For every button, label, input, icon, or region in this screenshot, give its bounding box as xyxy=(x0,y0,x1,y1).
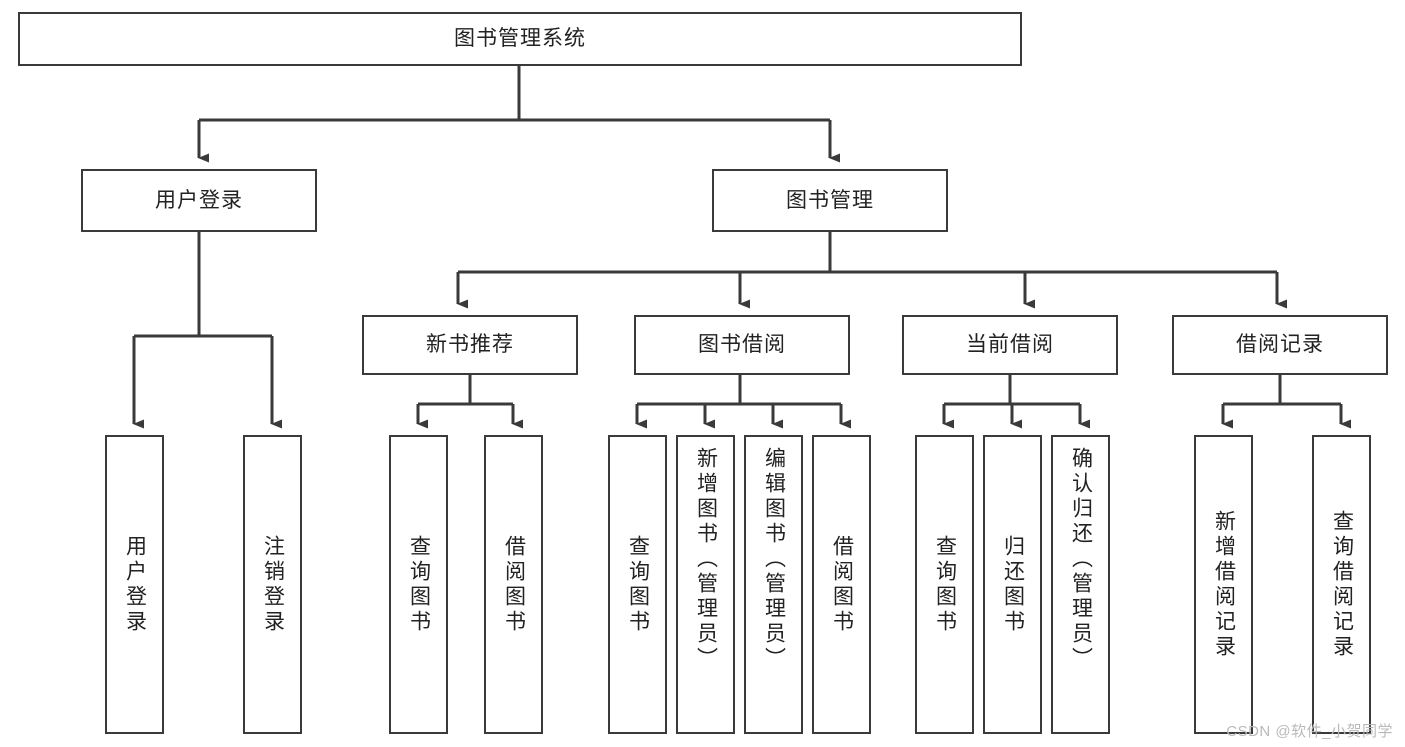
node-leaf-return-book[interactable]: 归还图书 xyxy=(983,435,1042,734)
node-label: 当前借阅 xyxy=(966,333,1054,357)
node-user-login[interactable]: 用户登录 xyxy=(81,169,317,232)
node-label: 用户登录 xyxy=(155,188,243,212)
node-label: 借阅图书 xyxy=(830,534,854,635)
node-label: 图书管理 xyxy=(786,188,874,212)
node-leaf-query-book-2[interactable]: 查询图书 xyxy=(608,435,667,734)
node-label: 编辑图书（管理员） xyxy=(762,447,786,672)
node-label: 借阅图书 xyxy=(502,534,526,635)
node-leaf-borrow-book-1[interactable]: 借阅图书 xyxy=(484,435,543,734)
watermark-text: CSDN @软件_小贺同学 xyxy=(1226,723,1393,740)
node-leaf-logout-login[interactable]: 注销登录 xyxy=(243,435,302,734)
node-leaf-edit-book[interactable]: 编辑图书（管理员） xyxy=(744,435,803,734)
node-label: 注销登录 xyxy=(261,534,285,635)
node-leaf-add-record[interactable]: 新增借阅记录 xyxy=(1194,435,1253,734)
node-label: 用户登录 xyxy=(123,534,147,635)
node-label: 图书借阅 xyxy=(698,333,786,357)
node-label: 归还图书 xyxy=(1001,534,1025,635)
node-label: 确认归还（管理员） xyxy=(1069,447,1093,672)
node-book-management[interactable]: 图书管理 xyxy=(712,169,948,232)
node-label: 查询图书 xyxy=(407,534,431,635)
node-leaf-confirm-return[interactable]: 确认归还（管理员） xyxy=(1051,435,1110,734)
node-label: 新书推荐 xyxy=(426,333,514,357)
node-label: 查询图书 xyxy=(626,534,650,635)
node-leaf-borrow-book-2[interactable]: 借阅图书 xyxy=(812,435,871,734)
node-label: 查询图书 xyxy=(933,534,957,635)
node-label: 新增图书（管理员） xyxy=(694,447,718,672)
node-leaf-add-book[interactable]: 新增图书（管理员） xyxy=(676,435,735,734)
node-leaf-query-book-3[interactable]: 查询图书 xyxy=(915,435,974,734)
node-label: 新增借阅记录 xyxy=(1212,509,1236,660)
node-leaf-user-login[interactable]: 用户登录 xyxy=(105,435,164,734)
node-leaf-query-book-1[interactable]: 查询图书 xyxy=(389,435,448,734)
node-book-borrow[interactable]: 图书借阅 xyxy=(634,315,850,375)
node-label: 查询借阅记录 xyxy=(1330,509,1354,660)
node-borrow-record[interactable]: 借阅记录 xyxy=(1172,315,1388,375)
node-leaf-query-record[interactable]: 查询借阅记录 xyxy=(1312,435,1371,734)
node-label: 借阅记录 xyxy=(1236,333,1324,357)
node-label: 图书管理系统 xyxy=(454,27,586,51)
node-new-book-recommend[interactable]: 新书推荐 xyxy=(362,315,578,375)
node-root-system[interactable]: 图书管理系统 xyxy=(18,12,1022,66)
node-current-borrow[interactable]: 当前借阅 xyxy=(902,315,1118,375)
